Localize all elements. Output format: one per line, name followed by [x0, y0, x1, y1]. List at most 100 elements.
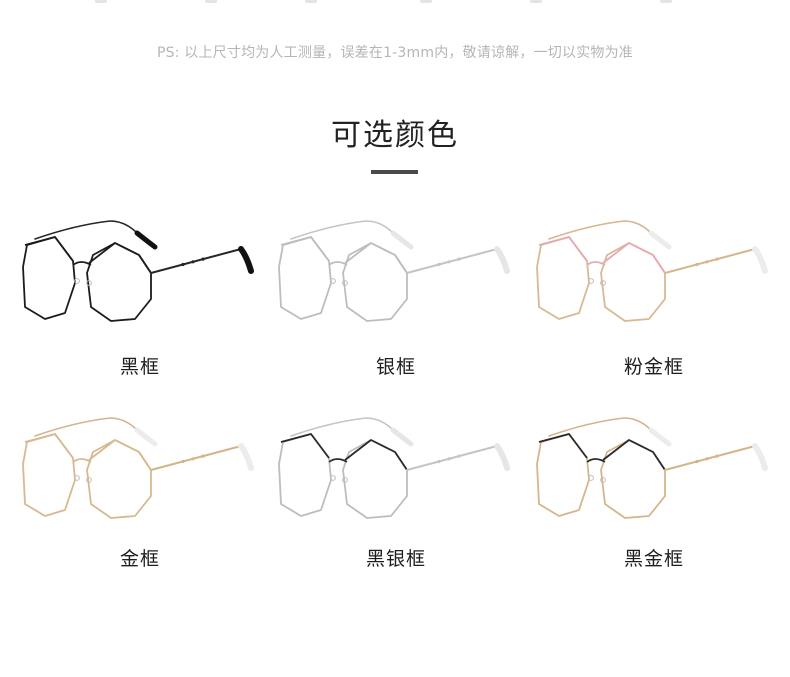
glasses-black-image — [22, 220, 254, 322]
temple-rivet — [191, 457, 195, 461]
near-temple — [664, 248, 756, 274]
temple-rivet — [715, 454, 719, 458]
right-lens — [86, 242, 152, 322]
temple-rivet — [181, 459, 185, 464]
nose-pad — [330, 475, 336, 481]
far-temple-tip — [648, 427, 672, 447]
nose-bridge — [586, 261, 606, 266]
glasses-silver-image — [278, 220, 510, 322]
temple-rivet — [447, 457, 451, 461]
far-temple-tip — [134, 427, 158, 447]
temple-rivet — [457, 454, 461, 458]
variant-label: 黑金框 — [623, 548, 684, 570]
near-temple-tip — [494, 246, 510, 274]
near-temple — [664, 445, 756, 471]
left-lens-top-bar — [24, 433, 74, 459]
temple-rivet — [695, 262, 699, 267]
near-temple — [406, 445, 498, 471]
nose-pad — [74, 278, 80, 284]
nose-pad — [342, 280, 348, 286]
far-temple-tip — [390, 427, 414, 447]
far-temple — [548, 417, 652, 437]
nose-pad — [600, 477, 606, 483]
nose-bridge — [72, 261, 92, 266]
glasses-gold-image — [22, 417, 254, 519]
far-temple — [548, 220, 652, 240]
right-lens-top-bar — [602, 242, 666, 274]
glasses-black-gold-image — [536, 417, 768, 519]
far-temple — [34, 220, 138, 240]
near-temple — [406, 248, 498, 274]
nose-bridge — [72, 458, 92, 463]
right-lens — [342, 242, 408, 322]
temple-rivet — [201, 454, 205, 458]
temple-rivet — [191, 260, 195, 264]
nose-bridge — [328, 458, 348, 463]
left-lens-top-bar — [24, 236, 74, 262]
nose-pad — [588, 475, 594, 481]
temple-rivet — [437, 262, 441, 267]
variant-label: 粉金框 — [623, 356, 684, 378]
cropped-top-text — [0, 0, 790, 6]
left-lens-top-bar — [280, 236, 330, 262]
nose-pad — [588, 278, 594, 284]
temple-rivet — [705, 457, 709, 461]
glasses-black-silver-image — [278, 417, 510, 519]
far-temple — [290, 220, 394, 240]
near-temple-tip — [752, 443, 768, 471]
right-lens-top-bar — [602, 439, 666, 471]
right-lens — [342, 439, 408, 519]
nose-pad — [86, 280, 92, 286]
temple-rivet — [447, 260, 451, 264]
near-temple-tip — [238, 246, 254, 274]
nose-pad — [74, 475, 80, 481]
right-lens-top-bar — [344, 242, 408, 274]
left-lens-top-bar — [538, 433, 588, 459]
right-lens-top-bar — [88, 439, 152, 471]
left-lens — [22, 433, 76, 517]
nose-bridge — [328, 261, 348, 266]
measurement-note: PS: 以上尺寸均为人工测量，误差在1-3mm内，敬请谅解，一切以实物为准 — [156, 45, 634, 61]
left-lens — [536, 433, 590, 517]
nose-pad — [600, 280, 606, 286]
left-lens — [278, 236, 332, 320]
left-lens-top-bar — [280, 433, 330, 459]
temple-rivet — [457, 257, 461, 261]
left-lens-top-bar — [538, 236, 588, 262]
near-temple — [150, 248, 242, 274]
nose-pad — [330, 278, 336, 284]
temple-rivet — [201, 257, 205, 261]
far-temple — [34, 417, 138, 437]
right-lens — [600, 242, 666, 322]
temple-rivet — [437, 459, 441, 464]
temple-rivet — [181, 262, 185, 267]
variant-label: 黑银框 — [365, 548, 426, 570]
near-temple-tip — [494, 443, 510, 471]
right-lens-top-bar — [88, 242, 152, 274]
right-lens — [86, 439, 152, 519]
nose-bridge — [586, 458, 606, 463]
nose-pad — [86, 477, 92, 483]
variant-label: 黑框 — [119, 356, 160, 378]
heading-underline — [371, 170, 418, 174]
near-temple — [150, 445, 242, 471]
left-lens — [536, 236, 590, 320]
far-temple — [290, 417, 394, 437]
near-temple-tip — [238, 443, 254, 471]
section-heading: 可选颜色 — [331, 118, 459, 153]
far-temple-tip — [648, 230, 672, 250]
left-lens — [22, 236, 76, 320]
variant-label: 金框 — [119, 548, 160, 570]
left-lens — [278, 433, 332, 517]
glasses-pink-gold-image — [536, 220, 768, 322]
near-temple-tip — [752, 246, 768, 274]
temple-rivet — [695, 459, 699, 464]
right-lens-top-bar — [344, 439, 408, 471]
nose-pad — [342, 477, 348, 483]
variant-label: 银框 — [375, 356, 416, 378]
temple-rivet — [715, 257, 719, 261]
right-lens — [600, 439, 666, 519]
temple-rivet — [705, 260, 709, 264]
far-temple-tip — [390, 230, 414, 250]
far-temple-tip — [134, 230, 158, 250]
